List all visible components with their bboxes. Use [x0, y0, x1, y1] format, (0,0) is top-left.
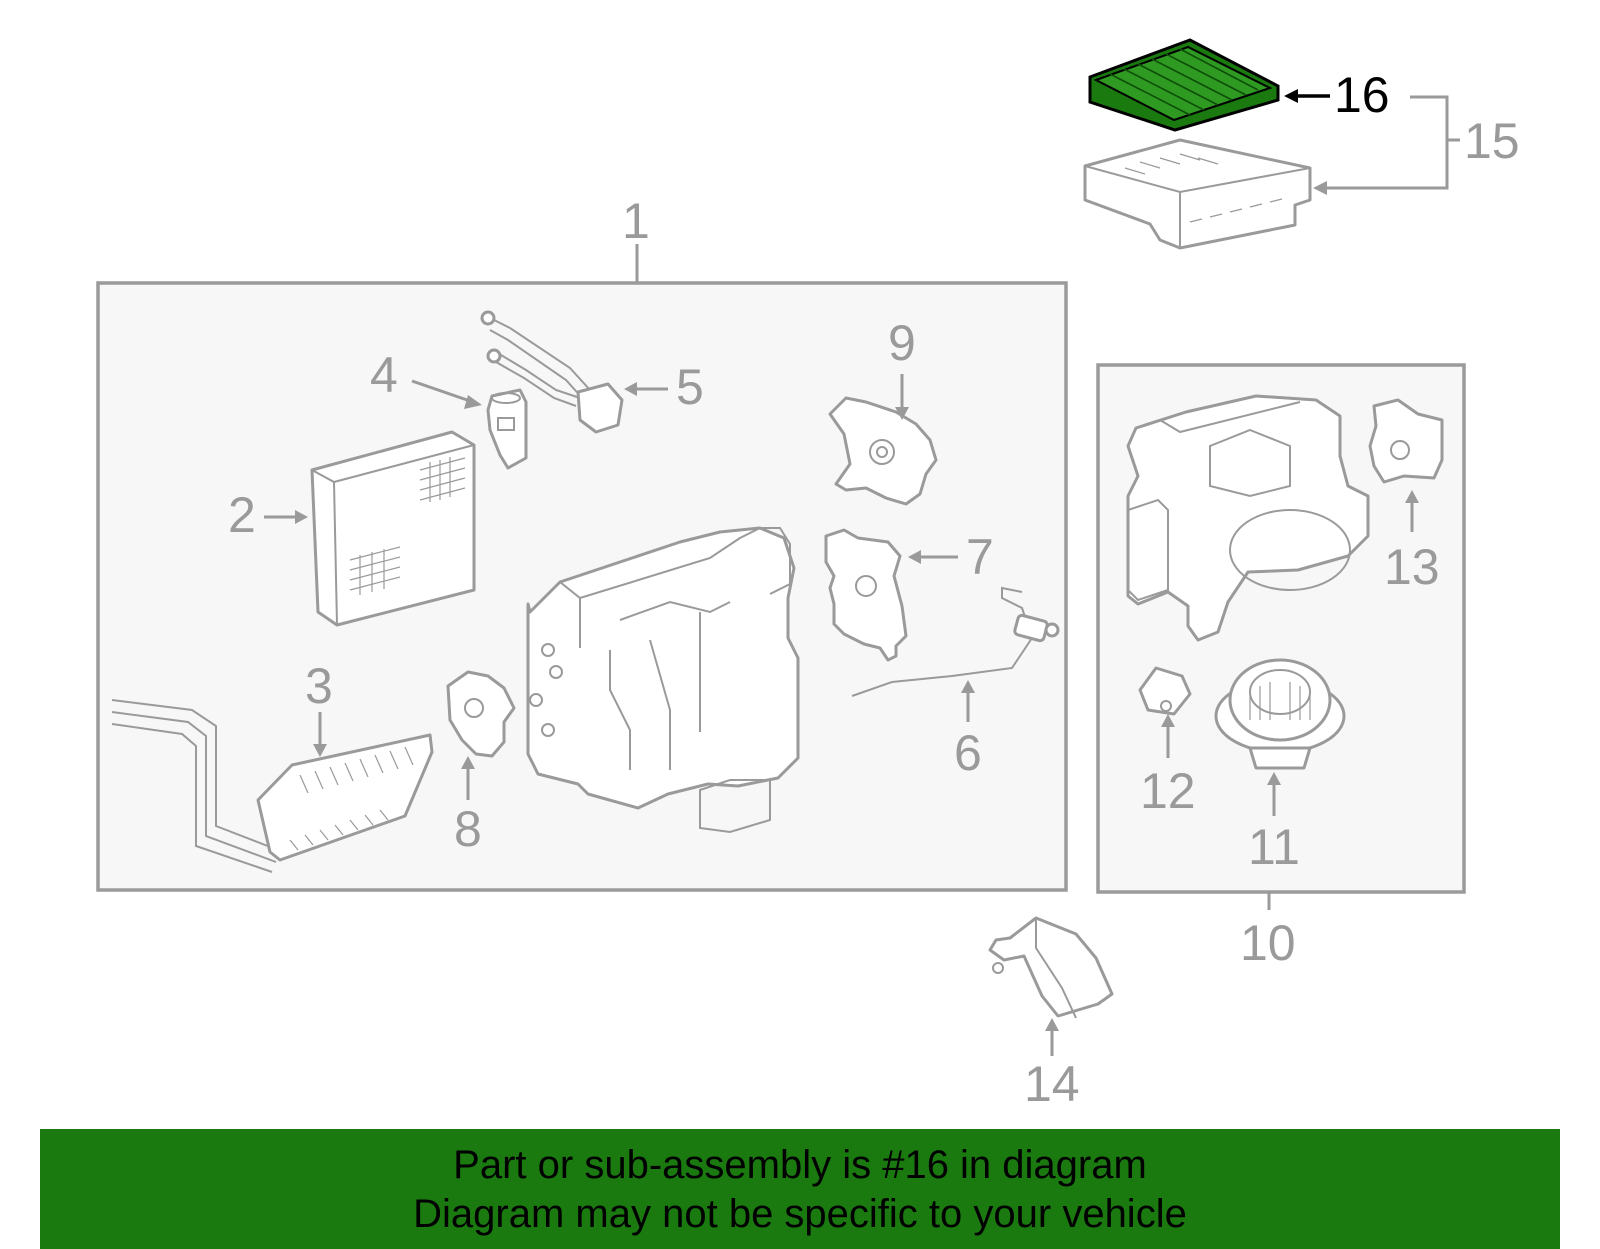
- callout-14: 14: [1024, 1056, 1080, 1112]
- banner-line-2: Diagram may not be specific to your vehi…: [413, 1192, 1187, 1236]
- callout-7: 7: [966, 529, 994, 585]
- part-11-blower-motor: [1214, 658, 1346, 770]
- hvac-case: [526, 526, 800, 834]
- part-6-sensor: [851, 586, 1060, 697]
- part-5-tube-assembly: [480, 310, 624, 434]
- part-4-expansion-valve: [486, 388, 528, 470]
- callout-15: 15: [1464, 113, 1520, 169]
- parts-diagram: 16 15 1 2 3 4: [96, 38, 1520, 1112]
- part-16-cabin-filter[interactable]: [1088, 38, 1280, 132]
- callout-12: 12: [1140, 763, 1196, 819]
- callout-3: 3: [305, 658, 333, 714]
- callout-4: 4: [370, 347, 398, 403]
- arrow-16: [1284, 89, 1330, 103]
- blower-case: [1126, 394, 1370, 642]
- callout-2: 2: [228, 487, 256, 543]
- part-15-filter-housing: [1083, 138, 1312, 250]
- part-3-heater-core: [111, 699, 434, 873]
- callout-13: 13: [1384, 539, 1440, 595]
- part-7-damper-servo: [824, 528, 908, 662]
- bracket-15: [1325, 95, 1449, 190]
- callout-11: 11: [1248, 819, 1300, 875]
- part-9-mode-servo: [828, 396, 938, 506]
- part-8-servo-motor: [446, 670, 516, 758]
- part-12-resistor: [1138, 666, 1192, 716]
- callout-1: 1: [622, 193, 650, 249]
- callout-6: 6: [954, 725, 982, 781]
- callout-9: 9: [888, 315, 916, 371]
- part-2-evaporator: [310, 430, 476, 627]
- part-14-module: [988, 916, 1114, 1019]
- callout-8: 8: [454, 801, 482, 857]
- callout-5: 5: [676, 359, 704, 415]
- callout-16: 16: [1334, 67, 1390, 123]
- banner-line-1: Part or sub-assembly is #16 in diagram: [453, 1143, 1147, 1187]
- callout-10: 10: [1240, 915, 1296, 971]
- info-banner: Part or sub-assembly is #16 in diagram D…: [40, 1129, 1560, 1249]
- part-13-servo: [1368, 398, 1444, 484]
